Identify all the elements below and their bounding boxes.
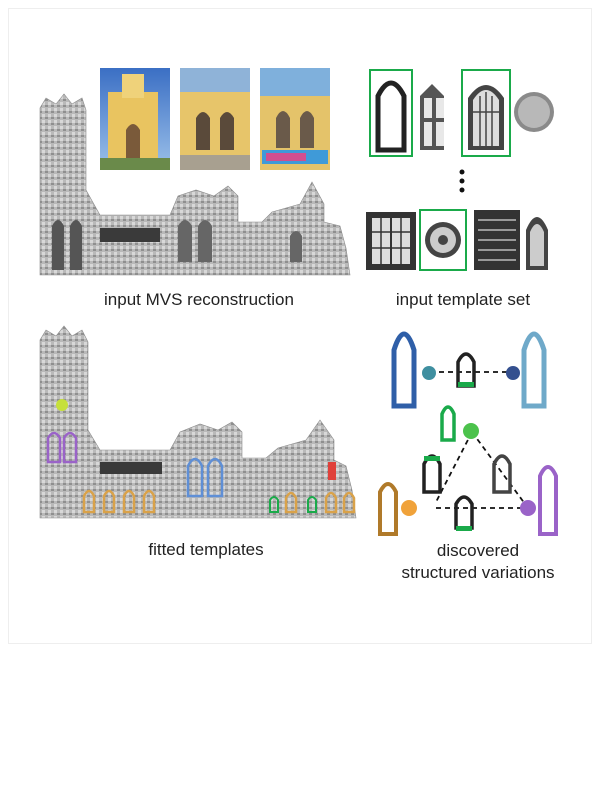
figure-frame <box>8 8 592 644</box>
template-set <box>366 69 554 271</box>
caption-structured-variations: structured variations <box>401 563 555 582</box>
photo-2 <box>180 68 250 170</box>
caption-mvs-reconstruction: input MVS reconstruction <box>104 290 294 309</box>
template-grid-window <box>366 212 416 270</box>
variation-graph <box>378 331 558 536</box>
fitted-reconstruction <box>39 325 357 519</box>
fitted-rose-window <box>56 399 68 411</box>
caption-discovered: discovered <box>436 541 520 560</box>
template-highlight-2 <box>461 69 511 157</box>
template-rect-window <box>420 84 444 150</box>
template-highlight-1 <box>369 69 413 157</box>
caption-fitted-templates: fitted templates <box>148 540 264 559</box>
photo-1 <box>100 68 170 170</box>
mvs-reconstruction <box>39 93 351 276</box>
photo-3 <box>260 68 330 170</box>
template-highlight-3 <box>419 209 467 271</box>
template-shutter-window <box>474 210 520 270</box>
caption-template-set: input template set <box>395 290 531 309</box>
